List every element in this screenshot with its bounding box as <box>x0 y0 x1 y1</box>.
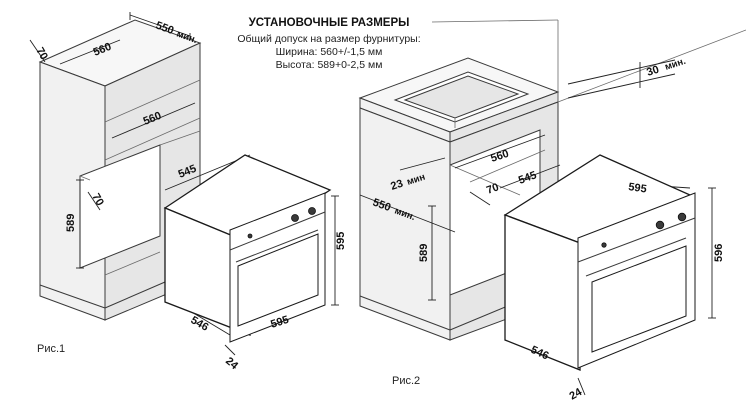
oven-knob-icon <box>677 212 687 222</box>
fig2-cabinet <box>358 19 746 341</box>
fig2-dim-oven-depth: 545 <box>517 169 538 187</box>
fig1-dim-niche-height: 589 <box>65 214 77 232</box>
header-height-tolerance: Высота: 589+0-2,5 мм <box>276 59 383 71</box>
fig2-dim-oven-width: 595 <box>628 181 648 195</box>
fig2-dim-top-clearance: 30 <box>645 64 660 79</box>
fig1-dim-niche-gap: 70 <box>89 192 106 209</box>
fig2-dim-niche-gap: 70 <box>485 181 501 196</box>
fig2-oven <box>503 154 696 371</box>
fig1-oven <box>163 154 332 343</box>
oven-knob-icon <box>291 214 299 222</box>
fig1-dim-oven-front: 24 <box>223 355 241 373</box>
oven-indicator-icon <box>247 233 253 239</box>
fig2-dim-cabinet-depth: 550 <box>371 197 392 215</box>
header-tolerance: Общий допуск на размер фурнитуры: <box>237 33 420 45</box>
fig2-dim-back-gap: 23 <box>389 178 404 193</box>
oven-indicator-icon <box>601 242 607 248</box>
fig1-dim-top-depth: 550 <box>154 20 175 38</box>
header-width-tolerance: Ширина: 560+/-1,5 мм <box>276 46 383 58</box>
fig2-dim-oven-height: 596 <box>713 244 725 262</box>
fig1-dim-oven-height: 595 <box>335 232 347 250</box>
fig2-dim-niche-height: 589 <box>418 244 430 262</box>
fig2-labels: 30 мин. 23 мин 560 550 мин. 545 70 589 5… <box>371 56 725 403</box>
fig2-dimensions <box>359 59 716 396</box>
fig2-label: Рис.2 <box>392 375 420 387</box>
fig1-dim-side-gap: 70 <box>33 46 50 63</box>
header-title: УСТАНОВОЧНЫЕ РАЗМЕРЫ <box>249 17 410 29</box>
fig1-dim-oven-width: 595 <box>269 314 290 331</box>
oven-knob-icon <box>655 220 665 230</box>
oven-knob-icon <box>308 207 316 215</box>
fig1-label: Рис.1 <box>37 343 65 355</box>
fig2-dim-top-clearance-unit: мин. <box>664 56 688 73</box>
fig1-dimensions <box>29 12 339 356</box>
fig2-dim-niche-width: 560 <box>489 148 510 165</box>
